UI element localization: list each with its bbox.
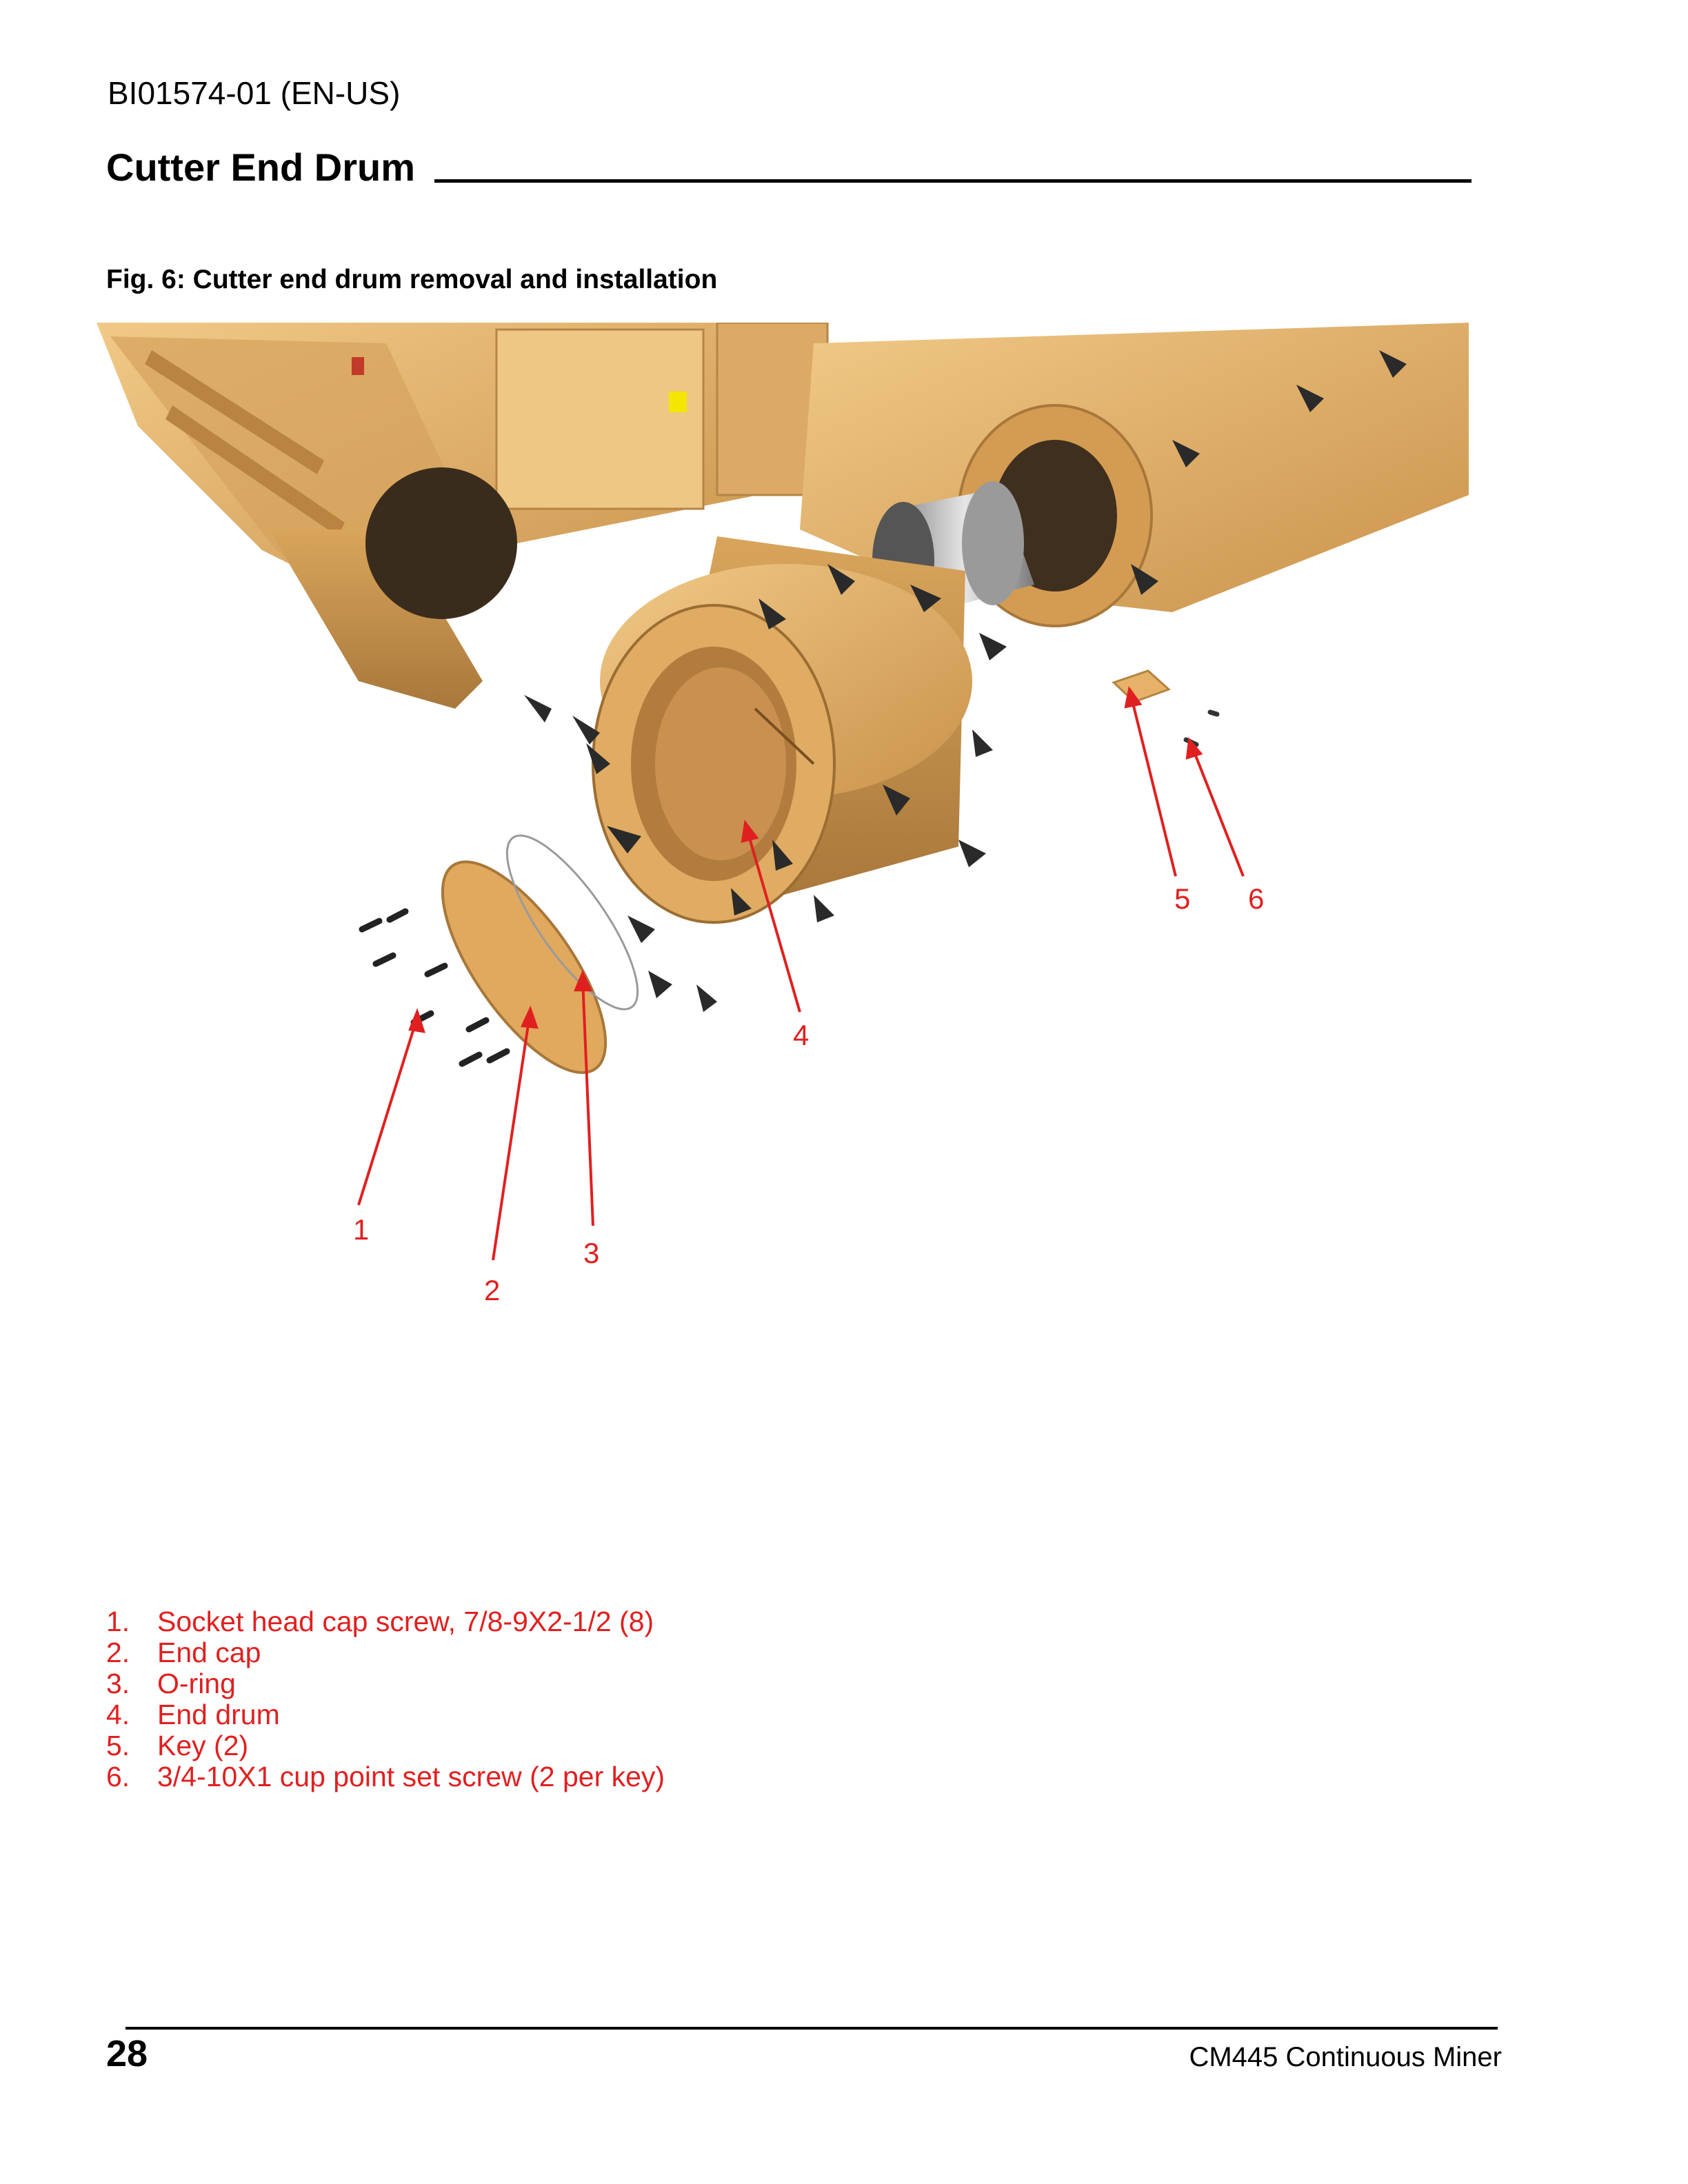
list-item: 5.Key (2) [106, 1730, 249, 1761]
footer-rule [125, 2027, 1498, 2030]
figure-caption: Fig. 6: Cutter end drum removal and inst… [106, 265, 718, 294]
product-name: CM445 Continuous Miner [1189, 2042, 1502, 2072]
document-id: BI01574-01 (EN-US) [108, 75, 401, 111]
callout-2: 2 [484, 1274, 500, 1306]
end-cap [441, 860, 607, 1074]
callout-1: 1 [353, 1213, 369, 1246]
parts-list: 1.Socket head cap screw, 7/8-9X2-1/2 (8)… [106, 1606, 665, 1792]
section-header: Cutter End Drum [106, 145, 1471, 190]
leader-lines [357, 686, 1245, 1261]
callout-5: 5 [1174, 882, 1190, 915]
cutter-drum-illustration: 1 2 3 4 5 6 [97, 323, 1469, 1329]
list-item: 6.3/4-10X1 cup point set screw (2 per ke… [106, 1761, 665, 1792]
list-item: 3.O-ring [106, 1668, 236, 1699]
section-title: Cutter End Drum [106, 145, 415, 189]
callout-4: 4 [793, 1019, 809, 1051]
set-screws [1183, 709, 1220, 747]
callout-6: 6 [1248, 882, 1264, 915]
callout-3: 3 [583, 1237, 599, 1269]
list-item: 1.Socket head cap screw, 7/8-9X2-1/2 (8) [106, 1606, 654, 1637]
title-underline [434, 179, 1471, 183]
o-ring [505, 834, 639, 1011]
cutter-motor [872, 481, 1034, 619]
list-item: 4.End drum [106, 1699, 280, 1730]
list-item: 2.End cap [106, 1637, 261, 1668]
key [1112, 669, 1171, 703]
cutter-bits [524, 350, 1407, 1012]
cap-screws [359, 908, 510, 1067]
page-number: 28 [106, 2033, 148, 2074]
machine-body [97, 323, 829, 709]
